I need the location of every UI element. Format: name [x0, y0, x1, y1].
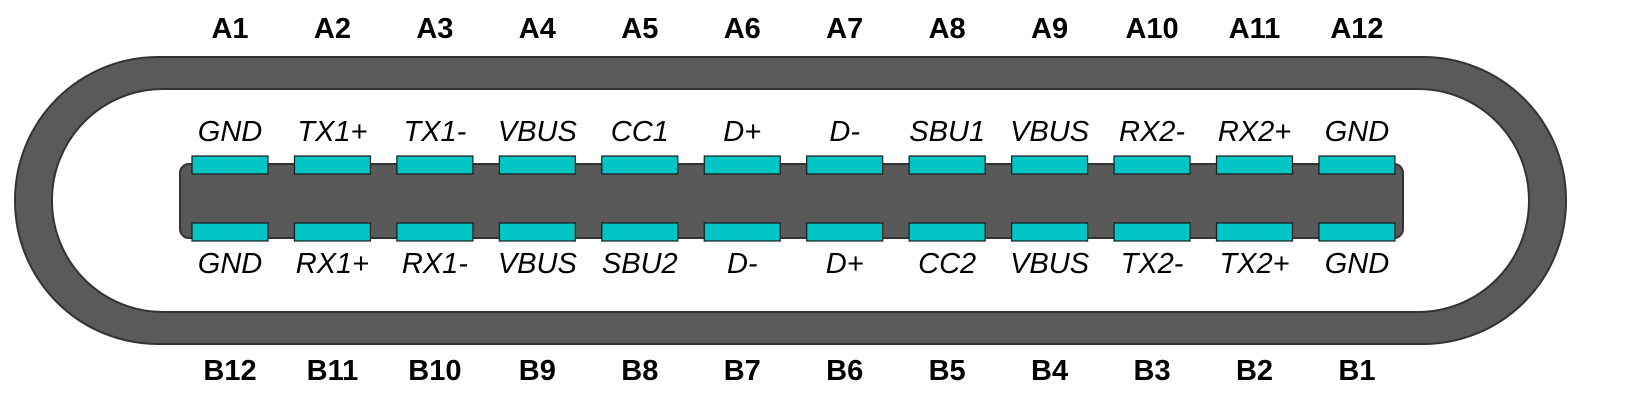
contact-a	[293, 155, 372, 175]
pin-number-b: B6	[826, 355, 863, 387]
contact-a	[601, 155, 679, 175]
row-b-contacts	[191, 222, 1396, 242]
contact-a	[908, 155, 986, 175]
signal-label-b: D+	[826, 248, 864, 280]
pin-number-b: B7	[724, 355, 761, 387]
pin-number-a: A5	[621, 13, 658, 45]
pin-number-b: B9	[519, 355, 556, 387]
usb-c-receptacle	[14, 56, 1567, 345]
pin-number-b: B8	[621, 355, 658, 387]
contact-a	[396, 155, 474, 175]
pin-number-a: A11	[1229, 13, 1281, 45]
signal-label-b: RX1+	[296, 248, 369, 280]
pin-number-a: A8	[929, 13, 966, 45]
pin-number-a: A4	[519, 13, 556, 45]
contact-b	[703, 222, 781, 242]
contact-a	[1215, 155, 1294, 175]
pin-number-b: B12	[203, 355, 256, 387]
pin-number-a: A7	[826, 13, 863, 45]
contact-b	[1113, 222, 1191, 242]
row-a-contacts	[191, 155, 1396, 175]
pin-number-b: B3	[1134, 355, 1171, 387]
contact-b	[396, 222, 474, 242]
contact-a	[806, 155, 884, 175]
contact-b	[498, 222, 576, 242]
signal-label-a: VBUS	[498, 116, 578, 148]
contact-a	[1113, 155, 1191, 175]
contact-b	[1318, 222, 1396, 242]
pin-number-b: B10	[408, 355, 461, 387]
signal-label-b: VBUS	[1010, 248, 1090, 280]
signal-label-b: RX1-	[402, 248, 468, 280]
pin-number-b: B2	[1236, 355, 1273, 387]
contact-a	[1010, 155, 1089, 175]
signal-label-a: GND	[1325, 116, 1390, 148]
signal-label-a: SBU1	[909, 116, 985, 148]
pin-number-b: B5	[929, 355, 966, 387]
signal-label-b: SBU2	[602, 248, 678, 280]
signal-label-a: CC1	[611, 116, 669, 148]
signal-label-b: TX2-	[1121, 248, 1184, 280]
contact-a	[498, 155, 576, 175]
signal-label-b: TX2+	[1219, 248, 1289, 280]
pin-number-a: A12	[1330, 13, 1383, 45]
contact-b	[293, 222, 372, 242]
contact-a	[191, 155, 269, 175]
pin-number-b: B11	[307, 355, 359, 387]
pin-number-a: A6	[724, 13, 761, 45]
contact-a	[703, 155, 781, 175]
signal-label-a: RX2+	[1218, 116, 1291, 148]
pin-number-b: B1	[1338, 355, 1375, 387]
signal-label-a: VBUS	[1010, 116, 1090, 148]
signal-label-b: D-	[727, 248, 758, 280]
signal-label-a: D+	[723, 116, 761, 148]
pin-number-a: A2	[314, 13, 351, 45]
signal-label-a: RX2-	[1119, 116, 1185, 148]
contact-b	[1010, 222, 1089, 242]
connector-tongue	[179, 163, 1404, 239]
signal-label-a: D-	[829, 116, 860, 148]
signal-label-b: VBUS	[498, 248, 578, 280]
signal-label-a: TX1-	[403, 116, 466, 148]
signal-label-b: GND	[198, 248, 263, 280]
contact-a	[1318, 155, 1396, 175]
signal-label-b: GND	[1325, 248, 1390, 280]
pin-number-a: A3	[416, 13, 453, 45]
pin-number-a: A1	[211, 13, 248, 45]
signal-label-a: TX1+	[297, 116, 367, 148]
signal-label-b: CC2	[918, 248, 976, 280]
contact-b	[908, 222, 986, 242]
signal-label-a: GND	[198, 116, 263, 148]
pin-number-a: A10	[1125, 13, 1178, 45]
contact-b	[1215, 222, 1294, 242]
contact-b	[806, 222, 884, 242]
contact-b	[601, 222, 679, 242]
pin-number-a: A9	[1031, 13, 1068, 45]
pin-number-b: B4	[1031, 355, 1068, 387]
contact-b	[191, 222, 269, 242]
